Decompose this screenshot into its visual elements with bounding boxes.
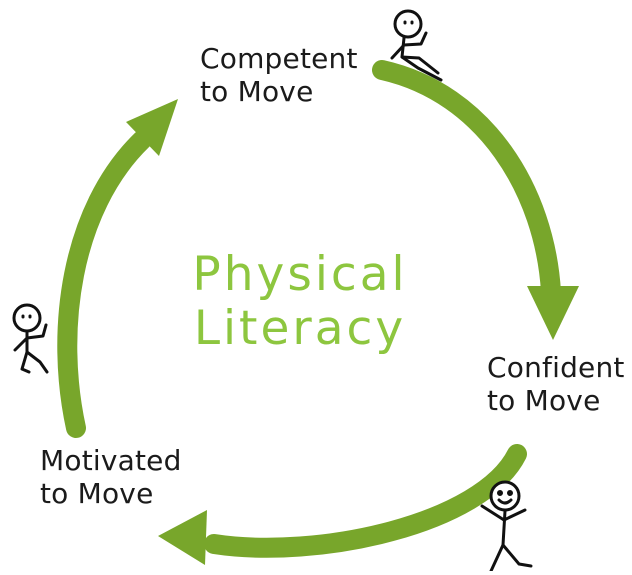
arrow-arc-competent-to-confident	[372, 60, 561, 302]
node-label-motivated-line-2: to Move	[40, 477, 154, 511]
center-title: Physical Literacy	[180, 248, 420, 355]
node-label-confident-line-2: to Move	[487, 384, 601, 418]
arrowhead-toward-confident	[527, 286, 579, 340]
node-label-competent: Competent to Move	[200, 42, 358, 108]
stick-figure-sitting-icon	[12, 303, 49, 374]
center-title-line-1: Physical	[192, 247, 408, 302]
stick-figure-sitting-icon	[390, 9, 443, 82]
arrowhead-toward-competent	[126, 99, 178, 156]
node-label-confident-line-1: Confident	[487, 351, 625, 384]
arrowhead-toward-motivated	[158, 510, 207, 565]
arrow-arc-motivated-to-competent	[57, 130, 152, 438]
node-label-confident: Confident to Move	[487, 351, 625, 417]
center-title-line-2: Literacy	[193, 300, 407, 356]
node-label-competent-line-1: Competent	[200, 42, 358, 75]
arrow-arc-confident-to-motivated	[204, 444, 527, 558]
stick-figure-jumping-icon	[480, 480, 533, 573]
node-label-competent-line-2: to Move	[200, 75, 314, 109]
node-label-motivated-line-1: Motivated	[40, 444, 182, 477]
node-label-motivated: Motivated to Move	[40, 444, 182, 510]
